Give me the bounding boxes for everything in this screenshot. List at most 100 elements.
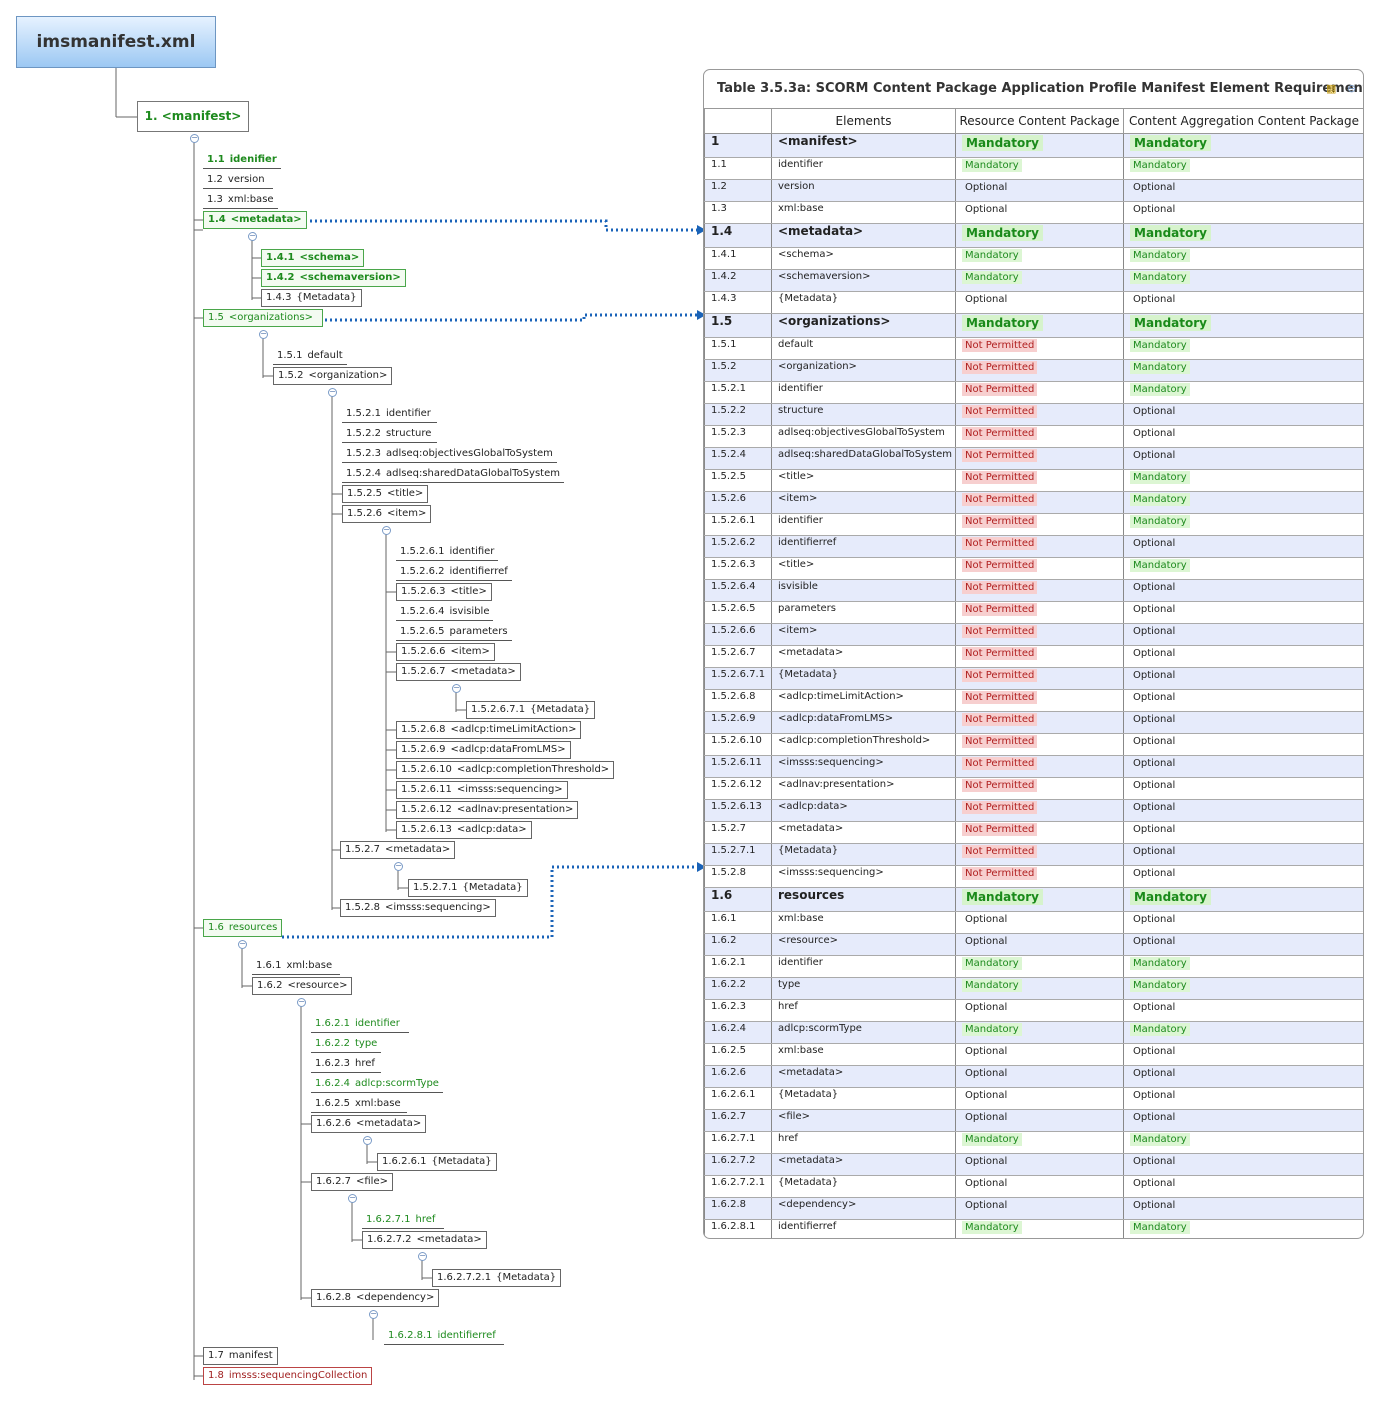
tree-node-label: identifier: [386, 408, 431, 419]
row-element: href: [771, 1131, 956, 1154]
row-aggregation-requirement: Mandatory: [1123, 133, 1363, 158]
row-resource-requirement: Not Permitted: [955, 491, 1124, 514]
tree-node[interactable]: 1.5.2.7.1{Metadata}: [408, 879, 528, 897]
tree-node[interactable]: 1.5.2.6.11<imsss:sequencing>: [396, 781, 568, 799]
tree-node[interactable]: 1.5.2.8<imsss:sequencing>: [340, 899, 496, 917]
tree-node[interactable]: 1.5.2.6.13<adlcp:data>: [396, 821, 532, 839]
collapse-toggle-icon[interactable]: −: [238, 939, 247, 949]
tree-node-label: adlseq:objectivesGlobalToSystem: [386, 448, 553, 459]
collapse-toggle-icon[interactable]: −: [248, 231, 257, 241]
collapse-toggle-icon[interactable]: −: [190, 133, 199, 143]
tree-node[interactable]: 1.5.2.6.9<adlcp:dataFromLMS>: [396, 741, 571, 759]
tree-node-label: href: [415, 1214, 436, 1225]
tree-node-label: identifierref: [449, 566, 508, 577]
tree-node[interactable]: 1.5.2.7<metadata>: [340, 841, 456, 859]
tree-node[interactable]: 1.6.2.8<dependency>: [311, 1289, 440, 1307]
tree-node[interactable]: 1.6.2<resource>: [252, 977, 353, 995]
tree-node[interactable]: 1.6.2.6<metadata>: [311, 1115, 427, 1133]
collapse-toggle-icon[interactable]: −: [348, 1193, 357, 1203]
tree-node[interactable]: 1.5<organizations>: [203, 309, 323, 327]
tree-node[interactable]: 1.5.2.6.7.1{Metadata}: [466, 701, 596, 719]
collapse-icon[interactable]: ⊖: [1347, 82, 1357, 95]
collapse-toggle-icon[interactable]: −: [369, 1309, 378, 1319]
row-number: 1.5.2.7.1: [704, 843, 772, 866]
tree-node[interactable]: 1.5.2.6.8<adlcp:timeLimitAction>: [396, 721, 582, 739]
tree-node[interactable]: 1.5.2<organization>: [273, 367, 393, 385]
tree-node-number: 1.6.2.8.1: [388, 1330, 433, 1341]
collapse-toggle-icon[interactable]: −: [328, 387, 337, 397]
table-row: 1.5.2.6.11<imsss:sequencing>Not Permitte…: [704, 755, 1363, 778]
manifest-node[interactable]: 1. <manifest>: [137, 101, 249, 132]
tree-node[interactable]: 1.5.2.6.3<title>: [396, 583, 492, 601]
tree-node[interactable]: 1.4<metadata>: [203, 211, 307, 229]
row-resource-requirement: Mandatory: [955, 269, 1124, 292]
collapse-toggle-icon[interactable]: −: [259, 329, 268, 339]
tree-node[interactable]: 1.5.2.5<title>: [342, 485, 429, 503]
row-number: 1.5.2.4: [704, 447, 772, 470]
tree-node[interactable]: 1.5.2.6.7<metadata>: [396, 663, 521, 681]
tree-node-number: 1.5.2.5: [347, 488, 382, 499]
tree-node[interactable]: 1.5.2.6.6<item>: [396, 643, 495, 661]
root-node[interactable]: imsmanifest.xml: [16, 16, 216, 68]
row-resource-requirement: Not Permitted: [955, 865, 1124, 888]
collapse-toggle-icon[interactable]: −: [363, 1135, 372, 1145]
collapse-toggle-icon[interactable]: −: [297, 997, 306, 1007]
optional-badge: Optional: [1133, 824, 1176, 835]
tree-node[interactable]: 1.5.2.6.10<adlcp:completionThreshold>: [396, 761, 615, 779]
tree-node[interactable]: 1.4.3{Metadata}: [261, 289, 362, 307]
tree-node-label: <schema>: [299, 252, 360, 263]
tree-node[interactable]: 1.6.2.6.1{Metadata}: [377, 1153, 497, 1171]
mandatory-badge: Mandatory: [1130, 361, 1190, 374]
row-resource-requirement: Mandatory: [955, 1219, 1124, 1238]
tree-node[interactable]: 1.4.2<schemaversion>: [261, 269, 406, 287]
not-permitted-badge: Not Permitted: [962, 493, 1038, 506]
collapse-toggle-icon[interactable]: −: [418, 1251, 427, 1261]
collapse-toggle-icon[interactable]: −: [394, 861, 403, 871]
tree-node[interactable]: 1.6.2.7.2.1{Metadata}: [432, 1269, 562, 1287]
tree-node[interactable]: 1.5.2.6.12<adlnav:presentation>: [396, 801, 579, 819]
arrow-metadata: [697, 225, 706, 235]
tree-node[interactable]: 1.6.2.7.2<metadata>: [362, 1231, 487, 1249]
optional-badge: Optional: [1133, 604, 1176, 615]
row-element: <schema>: [771, 247, 956, 270]
tree-node-number: 1.5.2.6.1: [400, 546, 445, 557]
tree-node-number: 1.5.2.6.13: [401, 824, 452, 835]
collapse-toggle-icon[interactable]: −: [382, 525, 391, 535]
tree-node[interactable]: 1.6.2.7<file>: [311, 1173, 393, 1191]
row-resource-requirement: Not Permitted: [955, 513, 1124, 536]
chart-icon[interactable]: ▩: [1326, 82, 1337, 95]
row-aggregation-requirement: Optional: [1123, 689, 1363, 712]
row-resource-requirement: Optional: [955, 1087, 1124, 1110]
tree-node[interactable]: 1.5.2.6<item>: [342, 505, 432, 523]
collapse-toggle-icon[interactable]: −: [452, 683, 461, 693]
tree-node[interactable]: 1.4.1<schema>: [261, 249, 365, 267]
row-number: 1.6.2.6: [704, 1065, 772, 1088]
